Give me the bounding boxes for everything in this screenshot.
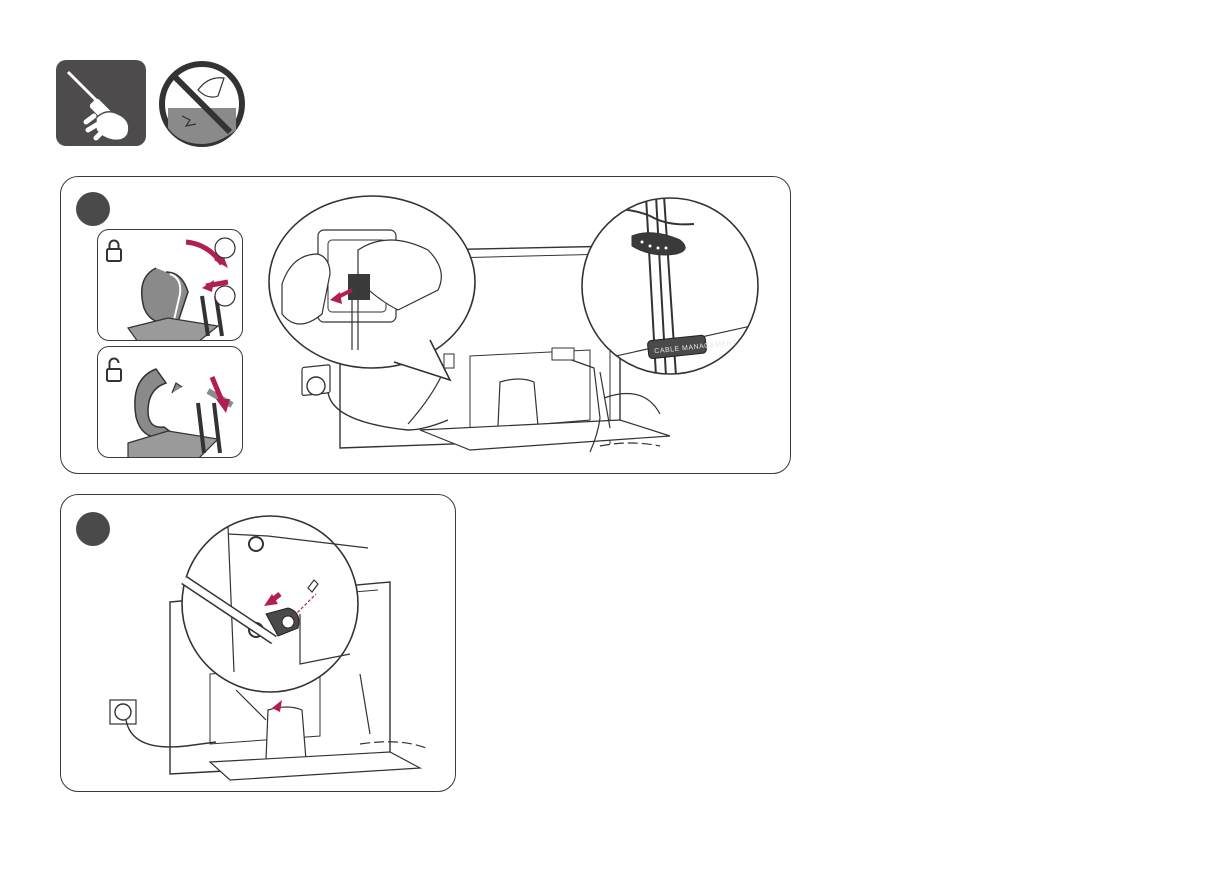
cable-clip-zoom-bubble (262, 190, 482, 370)
lock-closed-icon (107, 241, 121, 262)
screwdriver-hand-icon (56, 60, 146, 146)
no-floor-prohibition-icon (158, 60, 246, 148)
clip-locked-panel (97, 229, 243, 341)
lock-open-icon (107, 359, 121, 382)
cable-management-zoom: CABLE MANAGEMENT (580, 196, 760, 376)
tv-rear-screw-illustration (60, 494, 456, 792)
step-1-badge (76, 192, 110, 226)
clip-unlocked-panel (97, 346, 243, 458)
